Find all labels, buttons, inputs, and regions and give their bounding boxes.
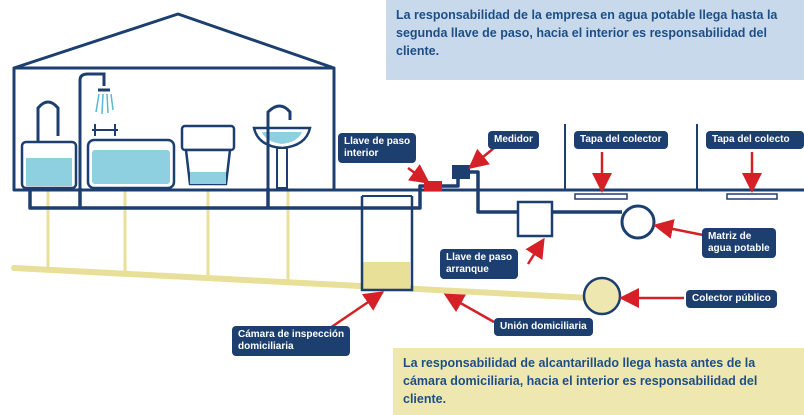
label-collector-lid-2: Tapa del colecto (706, 131, 804, 149)
collector-lid-2 (726, 193, 778, 200)
arrow-inspection-chamber (329, 291, 385, 330)
label-meter: Medidor (488, 131, 539, 149)
water-main (620, 204, 656, 240)
arrow-water-main (653, 219, 709, 239)
label-valve-interior: Llave de paso interior (338, 133, 417, 163)
arrow-home-connection (443, 293, 495, 324)
sewage-main-pipe (11, 265, 593, 301)
label-public-collector: Colector público (686, 290, 777, 308)
company-responsibility-note: La responsabilidad de la empresa en agua… (386, 0, 804, 80)
meter (452, 165, 470, 179)
arrow-meter (468, 147, 495, 170)
house-walls (12, 66, 336, 192)
label-inspection-chamber: Cámara de inspección domiciliaria (232, 326, 351, 356)
collector-lid-1 (574, 193, 628, 200)
pointer-arrows (329, 147, 762, 330)
label-collector-lid-1: Tapa del colector (574, 131, 668, 149)
label-home-connection: Unión domiciliaria (494, 318, 593, 336)
sewage-network (11, 188, 593, 301)
toilet (180, 124, 236, 186)
label-valve-start: Llave de paso arranque (440, 249, 519, 279)
house (12, 12, 336, 192)
inspection-chamber (360, 195, 414, 292)
washbasin (20, 100, 78, 190)
house-roof (13, 12, 335, 70)
valve-start-box (516, 200, 554, 238)
arrow-valve-start (525, 237, 545, 265)
valve-interior (424, 181, 442, 191)
bathtub (78, 72, 176, 190)
arrow-valve-interior (407, 164, 431, 184)
sewer-responsibility-note: La responsabilidad de alcantarillado lle… (393, 348, 804, 415)
label-water-main: Matriz de agua potable (702, 228, 776, 258)
public-collector (582, 276, 622, 316)
sink (252, 104, 312, 189)
